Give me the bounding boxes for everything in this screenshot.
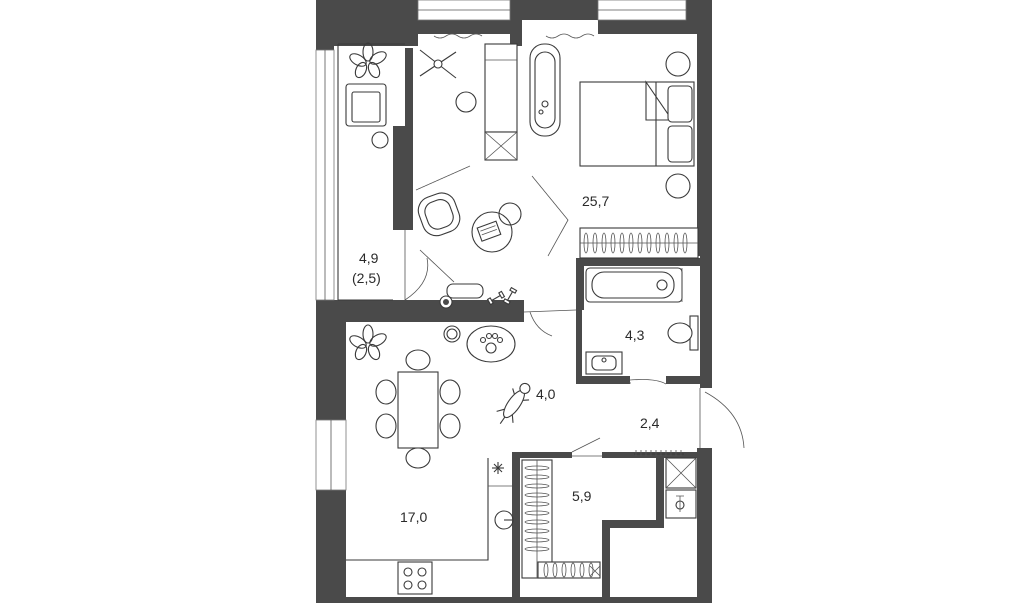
hanger-icon: [524, 510, 550, 516]
hanger-icon: [579, 562, 585, 578]
laptop-icon: [476, 220, 502, 242]
dining-chair-icon: [405, 349, 431, 371]
hall: [443, 309, 745, 456]
hanger-icon: [637, 232, 643, 254]
storage-area-label: 5,9: [572, 488, 592, 504]
hanger-icon: [628, 232, 634, 254]
dumbbell-icon: [486, 290, 506, 306]
dog-icon: [496, 382, 531, 424]
hall-area-label: 4,0: [536, 386, 556, 402]
round-table-icon: [471, 211, 513, 253]
bathroom: [585, 267, 699, 385]
nightstand-icon: [665, 173, 691, 199]
dumbbell-icon: [502, 286, 518, 306]
bathtub-icon: [529, 43, 561, 137]
sink-icon: [585, 351, 623, 375]
ceiling-fan-icon: [419, 49, 457, 79]
hanger-icon: [619, 232, 625, 254]
toilet-icon: [667, 315, 699, 351]
hanger-icon: [524, 546, 550, 552]
door-icon: [629, 379, 667, 385]
hanger-icon: [570, 562, 576, 578]
side-table-icon: [371, 131, 389, 149]
dining-chair-icon: [439, 379, 461, 405]
hanger-icon: [646, 232, 652, 254]
hanger-icon: [524, 492, 550, 498]
hanger-icon: [524, 465, 550, 471]
hanger-icon: [524, 528, 550, 534]
bathroom-area-label: 4,3: [625, 327, 645, 343]
water-heater-icon: [665, 457, 697, 519]
hanger-icon: [610, 232, 616, 254]
hanger-icon: [588, 562, 594, 578]
hanger-icon: [524, 483, 550, 489]
area-labels: 25,7 4,9 (2,5) 4,3 4,0 2,4 17,0 5,9: [352, 193, 660, 525]
cooktop-icon: [397, 561, 433, 595]
side-table-icon: [498, 202, 522, 226]
dining-chair-icon: [375, 413, 397, 439]
hanger-icon: [552, 562, 558, 578]
kitchen-area-label: 17,0: [400, 509, 427, 525]
hanger-icon: [524, 537, 550, 543]
wardrobe-icon: [579, 227, 699, 259]
hanger-icon: [601, 232, 607, 254]
pillow-icon: [667, 85, 693, 123]
dining-chair-icon: [405, 447, 431, 469]
door-icon: [404, 230, 429, 301]
dining-chair-icon: [439, 413, 461, 439]
walls: [316, 0, 712, 603]
door-icon: [699, 388, 745, 449]
pillow-icon: [667, 125, 693, 163]
radiator-icon: [634, 450, 684, 456]
dining-table-icon: [397, 371, 439, 449]
hanger-icon: [655, 232, 661, 254]
bedroom-area-label: 25,7: [582, 193, 609, 209]
tall-cabinet-icon: [484, 43, 518, 161]
hanger-icon: [592, 232, 598, 254]
hanger-icon: [524, 501, 550, 507]
hanger-icon: [524, 519, 550, 525]
dining-chair-icon: [375, 379, 397, 405]
door-icon: [523, 309, 577, 337]
plant-icon: [349, 324, 387, 361]
nightstand-icon: [665, 51, 691, 77]
wardrobe-icon: [521, 459, 601, 579]
storage: [521, 455, 602, 579]
side-table-icon: [455, 91, 477, 113]
kitchen-counter-icon: [346, 458, 512, 561]
hanger-icon: [561, 562, 567, 578]
balcony-reduced-area-label: (2,5): [352, 270, 381, 286]
shower-bathtub-icon: [585, 267, 683, 303]
kitchen: [346, 324, 514, 595]
balcony: [337, 42, 429, 301]
pet-bowl-icon: [443, 325, 461, 343]
kitchen-sink-icon: [494, 510, 514, 530]
yoga-mat-icon: [446, 283, 484, 299]
armchair-icon: [345, 83, 387, 127]
double-bed-icon: [579, 80, 695, 167]
balcony-area-label: 4,9: [359, 250, 379, 266]
hanger-icon: [524, 474, 550, 480]
hanger-icon: [583, 232, 589, 254]
plant-icon: [349, 42, 387, 79]
hanger-icon: [664, 232, 670, 254]
hanger-icon: [543, 562, 549, 578]
bedroom: [415, 33, 699, 309]
windows: [315, 0, 687, 491]
hanger-icon: [682, 232, 688, 254]
pet-bed-icon: [466, 325, 516, 363]
entry-area-label: 2,4: [640, 415, 660, 431]
hanger-icon: [673, 232, 679, 254]
lounge-chair-icon: [417, 192, 461, 237]
